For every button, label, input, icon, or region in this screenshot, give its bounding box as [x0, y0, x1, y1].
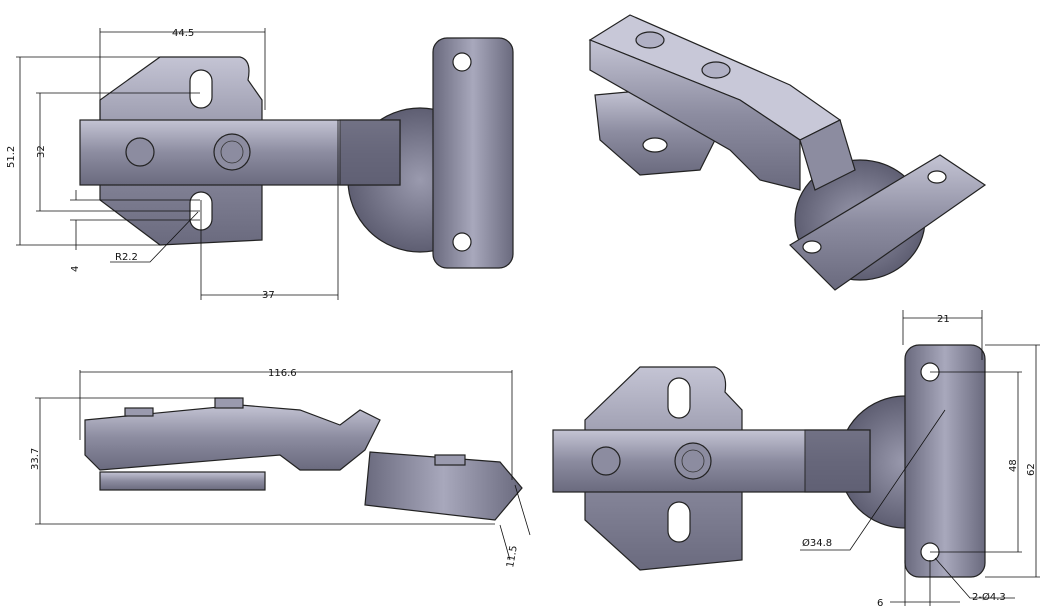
dim-holes: 2-Ø4.3: [972, 591, 1006, 603]
top-view: [16, 28, 514, 300]
dim-r2-2: R2.2: [115, 252, 138, 263]
bottom-view: [552, 310, 1040, 606]
dim-4: 4: [70, 266, 81, 272]
side-base-plate: [99, 471, 266, 491]
dim-116-6: 116.6: [268, 368, 297, 379]
side-arm: [84, 404, 381, 471]
dim-cup-diameter: Ø34.8: [802, 537, 832, 549]
isometric-view: [588, 14, 987, 291]
iso-wing-plate: [789, 154, 987, 291]
main-screw: [213, 133, 251, 171]
dim-51-2: 51.2: [6, 146, 17, 168]
dim-44-5: 44.5: [172, 28, 194, 39]
iso-arm-side: [589, 39, 801, 191]
dim-33-7: 33.7: [30, 448, 41, 470]
dim-37: 37: [262, 290, 275, 301]
bottom-wing-plate: [904, 344, 986, 578]
dim-62: 62: [1026, 463, 1037, 476]
adjust-screw: [125, 137, 155, 167]
dim-48: 48: [1008, 459, 1019, 472]
dim-32: 32: [36, 145, 47, 158]
dim-11-5: 11.5: [505, 545, 520, 569]
wing-plate: [432, 37, 514, 269]
dim-6: 6: [877, 598, 883, 609]
dim-21: 21: [937, 314, 950, 325]
side-view: [35, 370, 531, 561]
slot-top: [189, 69, 213, 109]
side-cup: [364, 451, 523, 521]
